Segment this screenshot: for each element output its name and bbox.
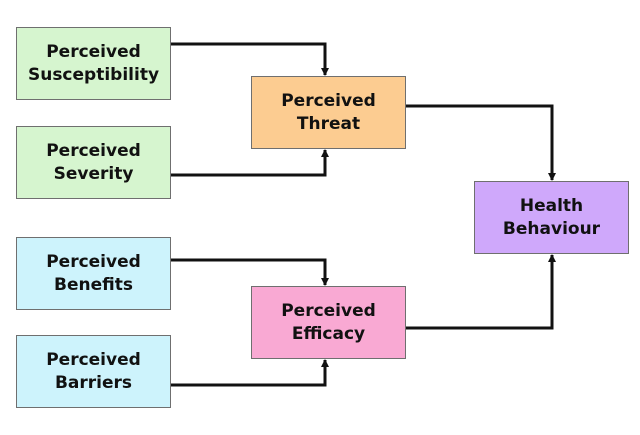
perceived-benefits-label: Perceived Benefits [46,251,141,295]
arrow-severity-to-threat [171,149,329,177]
arrow-threat-to-health-behaviour [406,104,556,181]
arrow-benefits-to-efficacy [171,258,329,286]
perceived-benefits-node: Perceived Benefits [16,237,171,310]
perceived-severity-label: Perceived Severity [46,140,141,184]
perceived-barriers-label: Perceived Barriers [46,349,141,393]
arrow-barriers-to-efficacy [171,359,329,387]
health-behaviour-label: Health Behaviour [502,195,601,239]
perceived-efficacy-label: Perceived Efficacy [281,300,376,344]
perceived-susceptibility-node: Perceived Susceptibility [16,27,171,100]
perceived-threat-label: Perceived Threat [281,90,376,134]
perceived-barriers-node: Perceived Barriers [16,335,171,408]
perceived-threat-node: Perceived Threat [251,76,406,149]
arrow-susceptibility-to-threat [171,42,329,76]
perceived-severity-node: Perceived Severity [16,126,171,199]
perceived-efficacy-node: Perceived Efficacy [251,286,406,359]
health-behaviour-node: Health Behaviour [474,181,629,254]
arrow-efficacy-to-health-behaviour [406,254,556,330]
perceived-susceptibility-label: Perceived Susceptibility [27,41,160,85]
